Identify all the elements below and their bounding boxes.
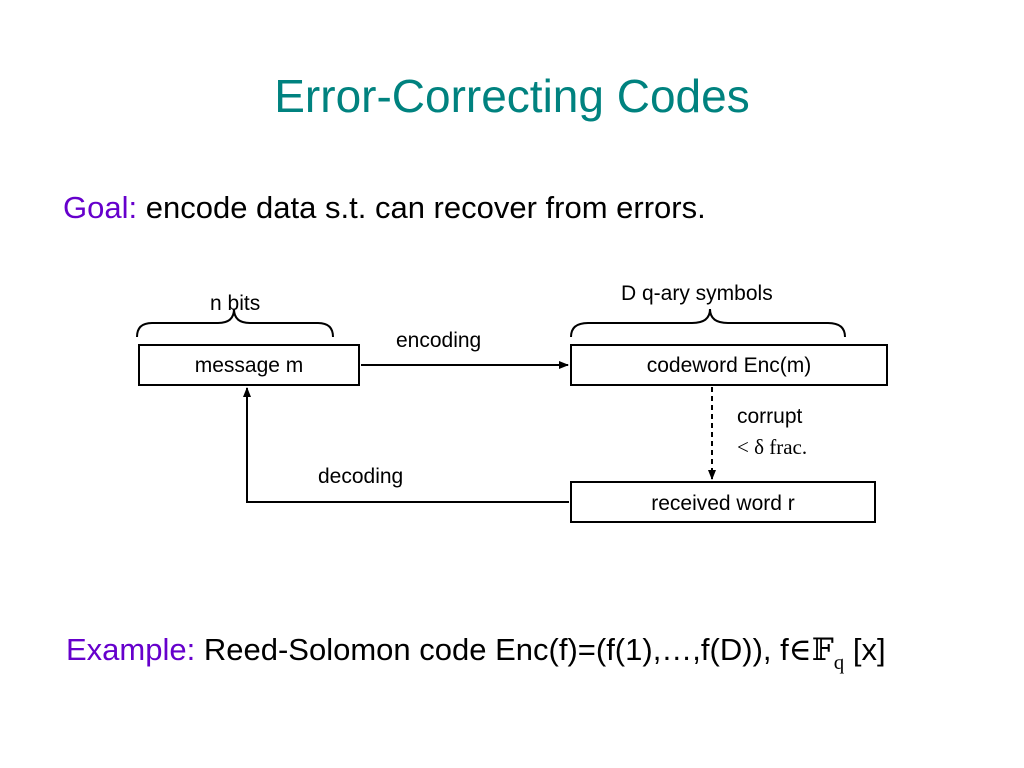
decoding-label: decoding: [318, 465, 404, 488]
encoding-label: encoding: [396, 329, 482, 352]
field-subscript: q: [833, 650, 845, 674]
d-symbols-brace: [570, 308, 846, 338]
goal-line: Goal: encode data s.t. can recover from …: [63, 186, 706, 230]
message-box-label: message m: [194, 354, 304, 377]
n-bits-label: n bits: [210, 292, 261, 315]
goal-lead: Goal:: [63, 190, 138, 225]
message-box: message m: [138, 344, 360, 386]
slide-title: Error-Correcting Codes: [274, 70, 750, 122]
goal-text: encode data s.t. can recover from errors…: [145, 190, 706, 225]
example-line: Example: Reed-Solomon code Enc(f)=(f(1),…: [66, 628, 886, 684]
codeword-box: codeword Enc(m): [570, 344, 888, 386]
d-symbols-label: D q-ary symbols: [621, 282, 773, 305]
codeword-box-label: codeword Enc(m): [646, 354, 812, 377]
example-tail: [x]: [852, 632, 886, 667]
field-symbol: 𝔽: [811, 632, 834, 667]
received-word-box: received word r: [570, 481, 876, 523]
n-bits-brace: [136, 308, 334, 338]
corrupt-fraction-label: < δ frac.: [737, 435, 808, 459]
corrupt-label: corrupt: [737, 405, 803, 428]
decoding-arrow: [243, 387, 569, 503]
received-word-box-label: received word r: [651, 492, 795, 515]
example-lead: Example:: [66, 632, 196, 667]
example-text: Reed-Solomon code Enc(f)=(f(1),…,f(D)), …: [203, 632, 789, 667]
element-of-symbol: ∈: [788, 632, 812, 667]
